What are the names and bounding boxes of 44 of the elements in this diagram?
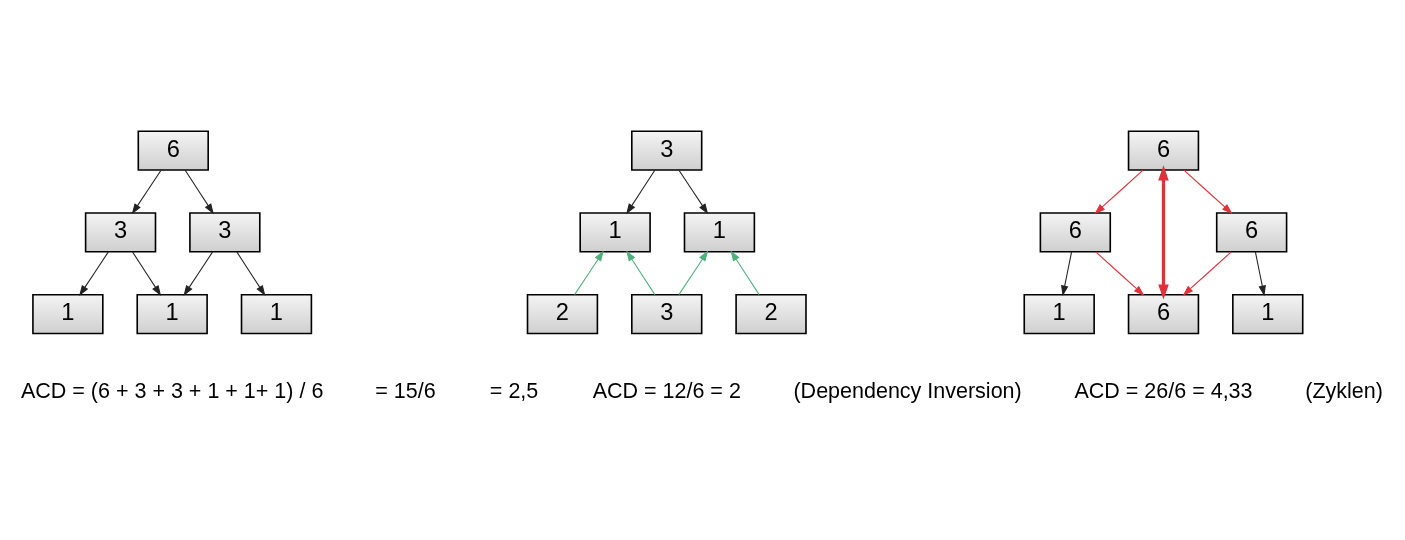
- arrow: [1061, 251, 1073, 297]
- label: (Dependency Inversion): [793, 378, 1022, 403]
- node-box: 1: [579, 212, 651, 253]
- label: = 15/6: [375, 378, 436, 403]
- node-box: 1: [683, 212, 756, 253]
- node-box: 6: [1215, 212, 1288, 253]
- label: = 2,5: [489, 378, 539, 403]
- node-box: 1: [1023, 293, 1095, 335]
- arrow: [1094, 169, 1144, 215]
- node-box: 3: [631, 293, 703, 335]
- label: ACD = 26/6 = 4,33: [1074, 378, 1253, 403]
- arrow: [1158, 165, 1169, 300]
- node-box: 1: [240, 293, 313, 335]
- arrow: [132, 251, 162, 297]
- node-box: 3: [631, 130, 703, 171]
- label: ACD = (6 + 3 + 3 + 1 + 1+ 1) / 6: [20, 378, 324, 403]
- arrow: [730, 250, 760, 296]
- node-box: 1: [136, 293, 208, 335]
- node-box: 1: [1232, 293, 1304, 335]
- arrow: [626, 169, 656, 215]
- node-box: 6: [1039, 212, 1112, 253]
- node-box: 6: [1127, 293, 1200, 335]
- arrow: [1182, 251, 1232, 296]
- label: (Zyklen): [1305, 378, 1383, 403]
- arrow: [131, 169, 162, 215]
- arrow: [184, 169, 214, 215]
- node-box: 6: [1127, 130, 1200, 171]
- node-box: 6: [137, 130, 209, 171]
- node-box: 1: [32, 293, 104, 335]
- label: ACD = 12/6 = 2: [592, 378, 741, 403]
- arrow: [1095, 251, 1145, 296]
- node-box: 2: [735, 293, 807, 335]
- node-box: 3: [84, 212, 157, 253]
- arrow: [1254, 251, 1266, 297]
- arrow: [79, 251, 109, 296]
- arrow: [678, 169, 709, 215]
- arrow: [574, 250, 604, 296]
- arrow: [678, 250, 709, 296]
- arrow: [1183, 169, 1233, 215]
- arrow: [183, 251, 214, 296]
- node-box: 2: [526, 293, 599, 335]
- node-box: 3: [189, 212, 261, 253]
- arrow: [626, 250, 656, 296]
- arrow: [236, 251, 266, 297]
